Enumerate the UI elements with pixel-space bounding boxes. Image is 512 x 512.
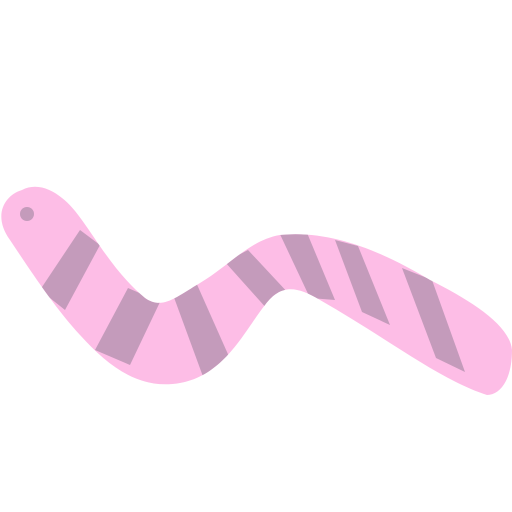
worm-stripe bbox=[95, 288, 160, 365]
worm-stripe bbox=[278, 228, 335, 300]
worm-stripe bbox=[335, 240, 390, 325]
worm-stripe bbox=[402, 268, 465, 372]
worm-stripe bbox=[40, 230, 100, 310]
worm-eye bbox=[20, 207, 34, 221]
worm-stripe bbox=[225, 250, 290, 310]
worm-stripes bbox=[40, 228, 465, 382]
worm-stripe bbox=[172, 280, 235, 382]
